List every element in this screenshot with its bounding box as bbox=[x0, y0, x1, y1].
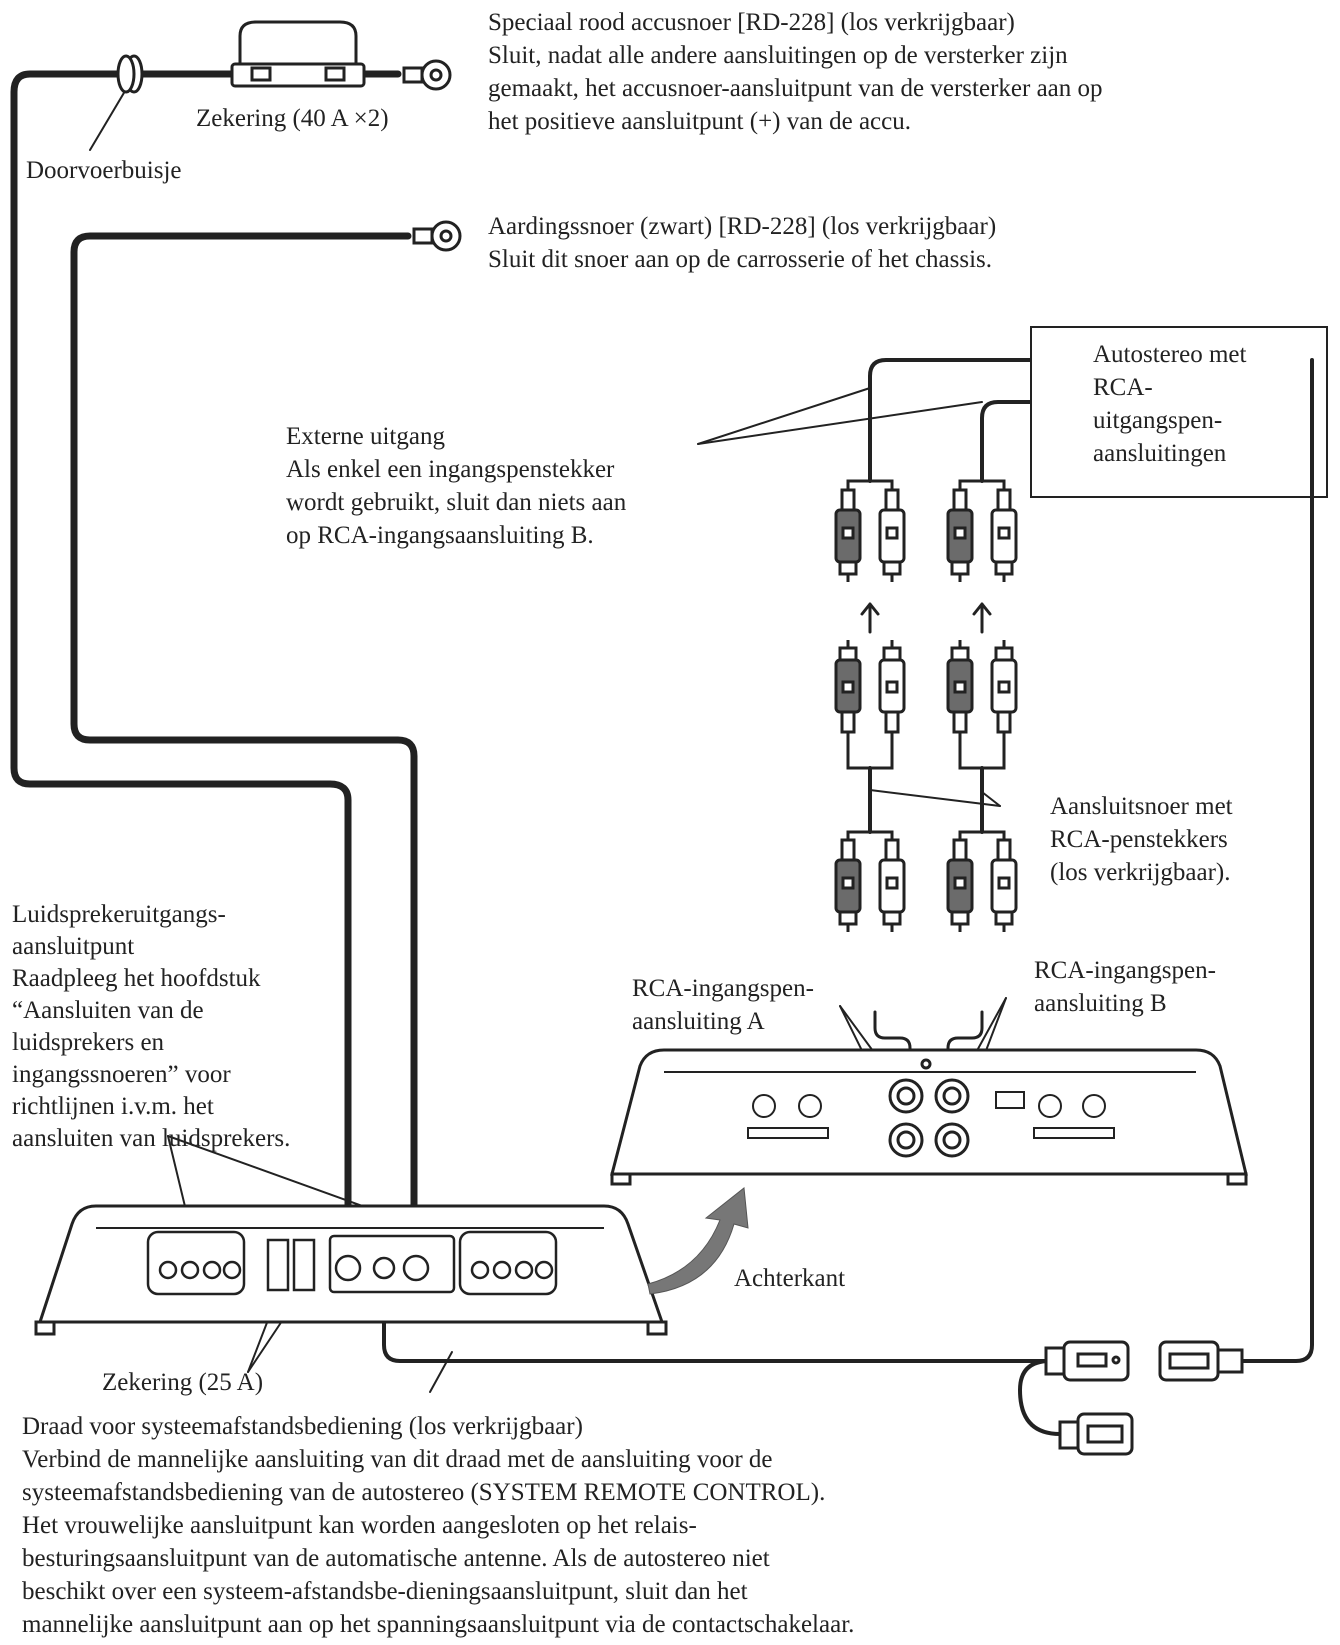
fuse-40-label: Zekering (40 A ×2) bbox=[196, 105, 389, 132]
rca-fork-cable-lower-left bbox=[846, 830, 894, 840]
rca-plugs bbox=[834, 479, 1018, 932]
rca-plug-white-cable-lower-right bbox=[990, 838, 1018, 932]
speaker-output-line-3: Raadpleeg het hoofdstuk bbox=[12, 965, 261, 992]
fuse-25-label: Zekering (25 A) bbox=[102, 1369, 264, 1396]
rca-fork-head-left bbox=[846, 479, 894, 490]
remote-female-connector-icon bbox=[1058, 1412, 1134, 1456]
head-unit-remote-connector-icon bbox=[1158, 1340, 1244, 1382]
rca-input-b-line-1: RCA-ingangspen- bbox=[1034, 957, 1216, 984]
rca-fork-cable-upper-right bbox=[958, 732, 1006, 770]
head-unit-remote-wire bbox=[1240, 358, 1314, 1363]
fuse-25a-icons bbox=[266, 1238, 316, 1292]
head-unit-cable-right bbox=[980, 400, 1032, 483]
rca-input-a-line-2: aansluiting A bbox=[632, 1008, 765, 1035]
ring-terminal-ground-icon bbox=[412, 220, 462, 252]
wire-to-jack-right bbox=[946, 1010, 984, 1074]
arrow-up-left bbox=[860, 602, 880, 634]
remote-lead-title: Draad voor systeemafstandsbediening (los… bbox=[22, 1413, 583, 1440]
rca-cable-line-1: Aansluitsnoer met bbox=[1050, 793, 1233, 820]
external-output-title: Externe uitgang bbox=[286, 423, 445, 450]
rca-input-b-line-2: aansluiting B bbox=[1034, 990, 1167, 1017]
battery-lead-line-2: gemaakt, het accusnoer-aansluitpunt van … bbox=[488, 75, 1103, 102]
power-terminals bbox=[328, 1234, 456, 1294]
leader-rca-a bbox=[869, 789, 1001, 807]
head-unit-line-4: aansluitingen bbox=[1093, 440, 1227, 467]
rca-plug-red-cable-upper-right bbox=[946, 640, 974, 734]
speaker-output-line-2: aansluitpunt bbox=[12, 933, 135, 960]
rear-side-label: Achterkant bbox=[734, 1265, 846, 1292]
remote-lead-line-1: Verbind de mannelijke aansluiting van di… bbox=[22, 1446, 773, 1473]
speaker-output-line-8: aansluiten van luidsprekers. bbox=[12, 1125, 291, 1152]
remote-lead-line-4: besturingsaansluitpunt van de automatisc… bbox=[22, 1545, 770, 1572]
grommet-icon bbox=[116, 54, 144, 94]
rca-plug-red-cable-lower-left bbox=[834, 838, 862, 932]
speaker-terminal-blocks bbox=[146, 1230, 558, 1296]
remote-lead-line-5: beschikt over een systeem-afstandsbe-die… bbox=[22, 1578, 748, 1605]
speaker-output-line-7: richtlijnen i.v.m. het bbox=[12, 1093, 214, 1120]
battery-lead-line-1: Sluit, nadat alle andere aansluitingen o… bbox=[488, 42, 1068, 69]
battery-wire bbox=[10, 70, 402, 1216]
rca-plug-red-head-right bbox=[946, 488, 974, 582]
leader-external-b bbox=[697, 401, 983, 445]
rca-plug-red-cable-lower-right bbox=[946, 838, 974, 932]
rca-plug-white-cable-lower-left bbox=[878, 838, 906, 932]
speaker-output-line-1: Luidsprekeruitgangs- bbox=[12, 901, 226, 928]
ground-wire bbox=[70, 232, 418, 1216]
leader-external-a bbox=[697, 387, 871, 445]
rca-fork-head-right bbox=[958, 479, 1006, 490]
rca-fork-cable-upper-left bbox=[846, 732, 894, 770]
grommet-label: Doorvoerbuisje bbox=[26, 157, 182, 184]
rear-arrow-icon bbox=[647, 1187, 749, 1295]
speaker-output-line-6: ingangssnoeren” voor bbox=[12, 1061, 231, 1088]
ground-lead-line: Sluit dit snoer aan op de carrosserie of… bbox=[488, 246, 993, 273]
remote-lead-line-3: Het vrouwelijke aansluitpunt kan worden … bbox=[22, 1512, 697, 1539]
rca-cable-line-3: (los verkrijgbaar). bbox=[1050, 859, 1231, 886]
battery-lead-line-3: het positieve aansluitpunt (+) van de ac… bbox=[488, 108, 911, 135]
ring-terminal-battery-icon bbox=[402, 59, 452, 91]
external-output-line-1: Als enkel een ingangspenstekker bbox=[286, 456, 615, 483]
rca-plug-white-cable-upper-left bbox=[878, 640, 906, 734]
leader-remote bbox=[429, 1351, 453, 1393]
remote-lead-line-2: systeemafstandsbediening van de autoster… bbox=[22, 1479, 826, 1506]
head-unit-line-3: uitgangspen- bbox=[1093, 407, 1223, 434]
input-jacks bbox=[888, 1078, 970, 1158]
remote-branch-wire bbox=[1018, 1359, 1062, 1436]
head-unit-line-2: RCA- bbox=[1093, 374, 1153, 401]
leader-rca-b bbox=[981, 791, 1001, 807]
amplifier-rear-icon bbox=[610, 1048, 1248, 1186]
rca-plug-white-head-left bbox=[878, 488, 906, 582]
external-output-line-2: wordt gebruikt, sluit dan niets aan bbox=[286, 489, 627, 516]
arrow-up-right bbox=[972, 602, 992, 634]
speaker-output-line-4: “Aansluiten van de bbox=[12, 997, 204, 1024]
rca-plug-white-cable-upper-right bbox=[990, 640, 1018, 734]
rca-fork-cable-lower-right bbox=[958, 830, 1006, 840]
ground-lead-title: Aardingssnoer (zwart) [RD-228] (los verk… bbox=[488, 213, 997, 240]
external-output-line-3: op RCA-ingangsaansluiting B. bbox=[286, 522, 594, 549]
rca-input-a-line-1: RCA-ingangspen- bbox=[632, 975, 814, 1002]
wire-to-jack-left bbox=[873, 1010, 912, 1074]
rca-plug-white-head-right bbox=[990, 488, 1018, 582]
rca-plug-red-cable-upper-left bbox=[834, 640, 862, 734]
battery-lead-title: Speciaal rood accusnoer [RD-228] (los ve… bbox=[488, 9, 1015, 36]
head-unit-line-1: Autostereo met bbox=[1093, 341, 1247, 368]
rca-cable-line-2: RCA-penstekkers bbox=[1050, 826, 1228, 853]
speaker-output-line-5: luidsprekers en bbox=[12, 1029, 165, 1056]
head-unit-cable-left bbox=[868, 358, 1032, 483]
level-knobs bbox=[747, 1091, 1115, 1139]
leader-grommet bbox=[89, 85, 129, 151]
head-unit-box: Autostereo met RCA- uitgangspen- aanslui… bbox=[1030, 326, 1328, 498]
rca-plug-red-head-left bbox=[834, 488, 862, 582]
remote-male-connector-icon bbox=[1044, 1340, 1130, 1382]
remote-wire bbox=[382, 1270, 1052, 1363]
fuse-holder-icon bbox=[230, 20, 366, 88]
remote-lead-line-6: mannelijke aansluitpunt aan op het spann… bbox=[22, 1611, 855, 1638]
